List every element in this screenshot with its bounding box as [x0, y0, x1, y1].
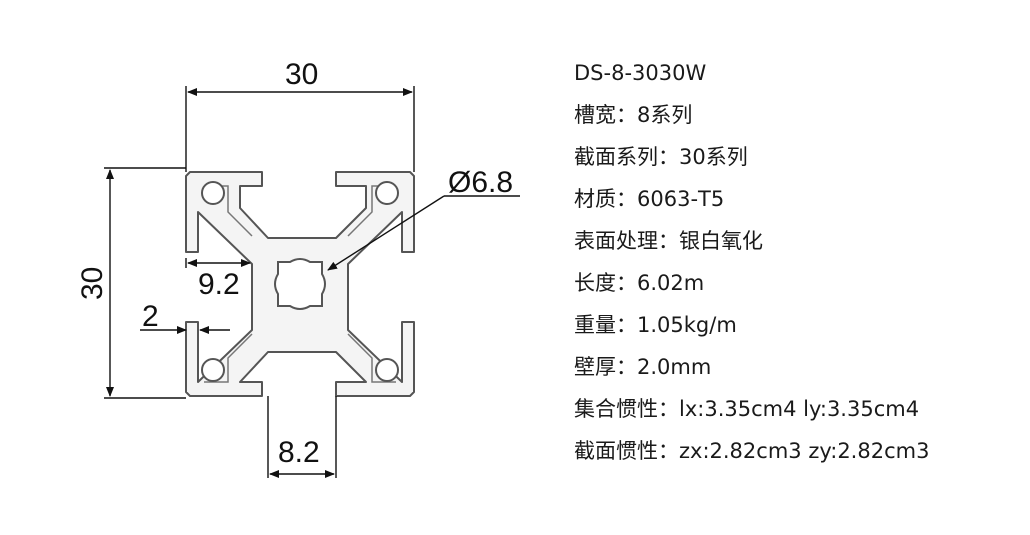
profile-cross-section: [185, 171, 415, 397]
spec-section-series: 截面系列：30系列: [574, 145, 748, 169]
dim-bottom-width: 8.2: [278, 436, 320, 469]
spec-slot-width: 槽宽：8系列: [574, 103, 693, 127]
spec-moment-inertia: 集合惯性：lx:3.35cm4 ly:3.35cm4: [574, 397, 920, 421]
corner-hole-bl: [201, 358, 225, 382]
dimension-lines: [104, 86, 520, 478]
dim-wall: 2: [142, 300, 159, 333]
dim-left-height: 30: [76, 267, 109, 300]
center-bore: [274, 258, 326, 310]
spec-section-inertia: 截面惯性：zx:2.82cm3 zy:2.82cm3: [574, 439, 930, 463]
spec-wall-thickness: 壁厚：2.0mm: [574, 355, 712, 379]
spec-list: DS-8-3030W 槽宽：8系列 截面系列：30系列 材质：6063-T5 表…: [574, 52, 929, 472]
profile-drawing: 30 30 Ø6.8 9.2 2 8.2: [76, 58, 520, 478]
spec-surface: 表面处理：银白氧化: [574, 229, 763, 253]
dim-slot-depth: 9.2: [198, 268, 240, 301]
spec-length: 长度：6.02m: [574, 271, 705, 295]
spec-material: 材质：6063-T5: [574, 187, 725, 211]
corner-hole-tr: [375, 181, 399, 205]
dim-hole-diameter: Ø6.8: [448, 166, 513, 199]
slot-bottom-right: [347, 333, 396, 383]
corner-hole-tl: [201, 181, 225, 205]
corner-hole-br: [375, 358, 399, 382]
spec-model: DS-8-3030W: [574, 61, 707, 85]
spec-weight: 重量：1.05kg/m: [574, 313, 737, 337]
slot-bottom-left: [204, 333, 253, 383]
dim-top-width: 30: [285, 58, 318, 91]
